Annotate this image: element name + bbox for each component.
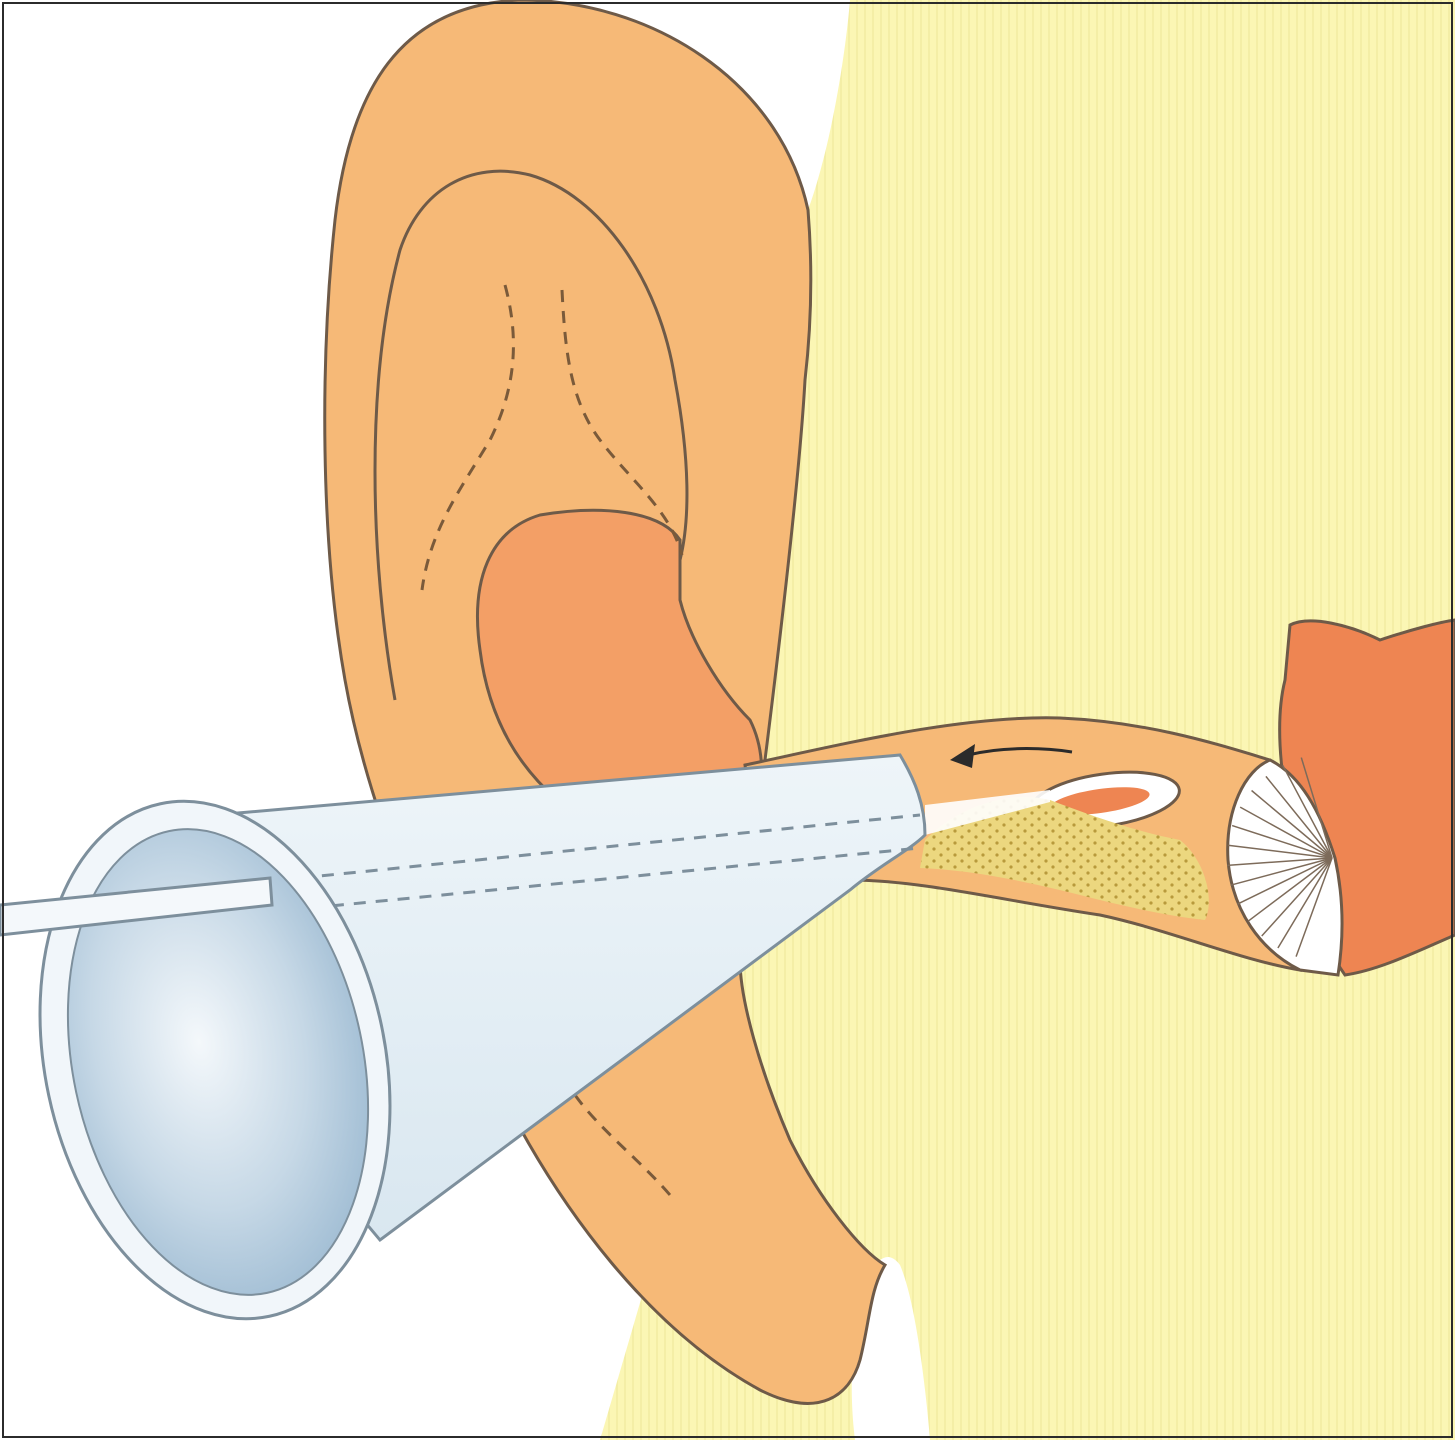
ear-irrigation-illustration (0, 0, 1455, 1440)
